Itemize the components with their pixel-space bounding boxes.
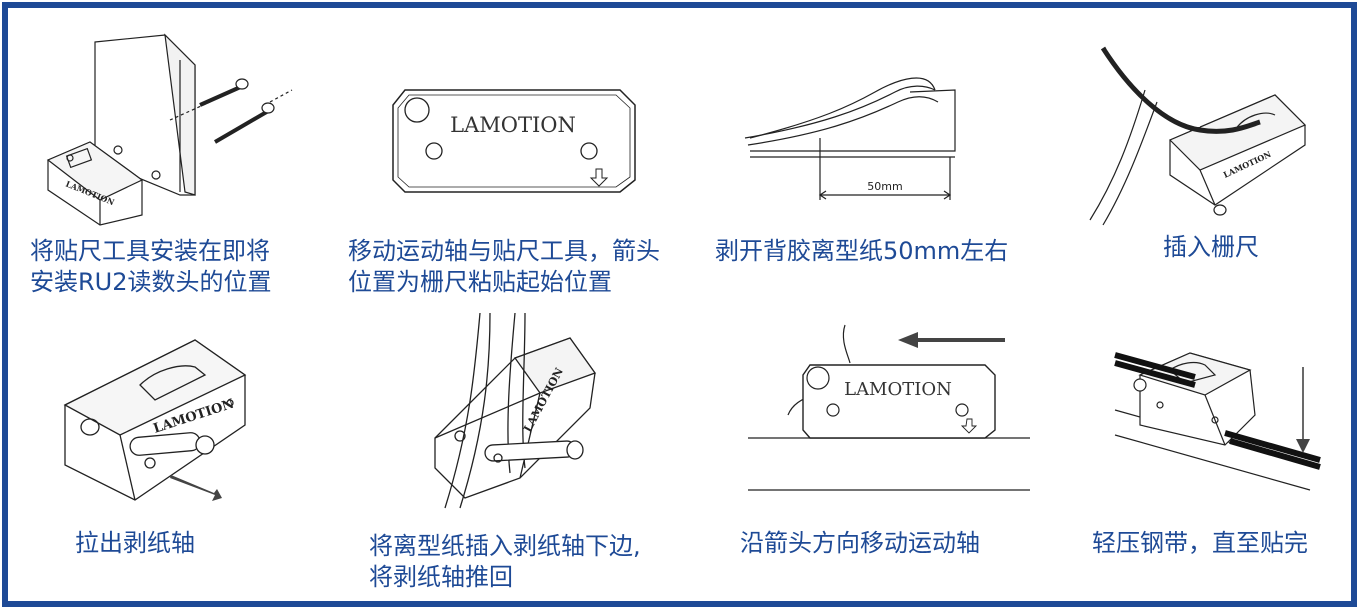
step-3-caption: 剥开背胶离型纸50mm左右 [715, 236, 1008, 267]
step-3: 50mm 剥开背胶离型纸50mm左右 [710, 30, 1040, 300]
step-2-illustration: LAMOTION [392, 89, 636, 193]
step-2-brand-label: LAMOTION [450, 113, 576, 137]
step-7-illustration: LAMOTION [748, 324, 1030, 491]
instruction-panel [2, 2, 1357, 607]
step-3-illustration: 50mm [744, 77, 956, 200]
step-1: LAMOTION 将贴尺工具安装在即将 安装RU2读数头的位置 [30, 30, 330, 300]
step-7-caption: 沿箭头方向移动运动轴 [740, 528, 980, 559]
step-6: LAMOTION 将离型纸插入剥纸轴下边, 将剥纸轴推回 [365, 308, 685, 591]
step-2-caption: 移动运动轴与贴尺工具，箭头 位置为栅尺粘贴起始位置 [348, 236, 660, 298]
step-5-illustration: LAMOTION [63, 339, 247, 501]
step-1-caption: 将贴尺工具安装在即将 安装RU2读数头的位置 [30, 236, 272, 298]
step-5-caption: 拉出剥纸轴 [75, 528, 195, 559]
step-7-brand-label: LAMOTION [844, 379, 952, 400]
step-1-illustration: LAMOTION [46, 33, 293, 226]
step-8-illustration [1114, 352, 1321, 491]
step-3-caption-line-1: 剥开背胶离型纸50mm左右 [715, 237, 1009, 265]
step-8-caption: 轻压钢带，直至贴完 [1092, 528, 1308, 559]
step-6-caption-line-1: 将离型纸插入剥纸轴下边, [369, 532, 641, 560]
step-3-dimension-label: 50mm [867, 180, 902, 193]
step-6-illustration: LAMOTION [434, 312, 597, 509]
step-2-caption-line-1: 移动运动轴与贴尺工具，箭头 [348, 237, 660, 265]
step-4: LAMOTION 插入栅尺 [1075, 30, 1325, 300]
step-5-caption-line-1: 拉出剥纸轴 [75, 529, 195, 557]
step-4-illustration: LAMOTION [1089, 46, 1307, 226]
step-7-caption-line-1: 沿箭头方向移动运动轴 [740, 529, 980, 557]
step-6-caption-line-2: 将剥纸轴推回 [369, 563, 513, 591]
step-1-caption-line-1: 将贴尺工具安装在即将 [30, 237, 270, 265]
step-7: LAMOTION 沿箭头方向移动运动轴 [740, 315, 1040, 575]
step-4-caption: 插入栅尺 [1163, 232, 1259, 263]
step-5: LAMOTION 拉出剥纸轴 [45, 315, 295, 575]
step-1-caption-line-2: 安装RU2读数头的位置 [30, 268, 272, 296]
step-8-caption-line-1: 轻压钢带，直至贴完 [1092, 529, 1308, 557]
step-6-caption: 将离型纸插入剥纸轴下边, 将剥纸轴推回 [369, 531, 641, 593]
step-2: LAMOTION 移动运动轴与贴尺工具，箭头 位置为栅尺粘贴起始位置 [345, 30, 685, 300]
step-8: 轻压钢带，直至贴完 [1085, 315, 1330, 575]
step-4-caption-line-1: 插入栅尺 [1163, 233, 1259, 261]
step-2-caption-line-2: 位置为栅尺粘贴起始位置 [348, 268, 612, 296]
